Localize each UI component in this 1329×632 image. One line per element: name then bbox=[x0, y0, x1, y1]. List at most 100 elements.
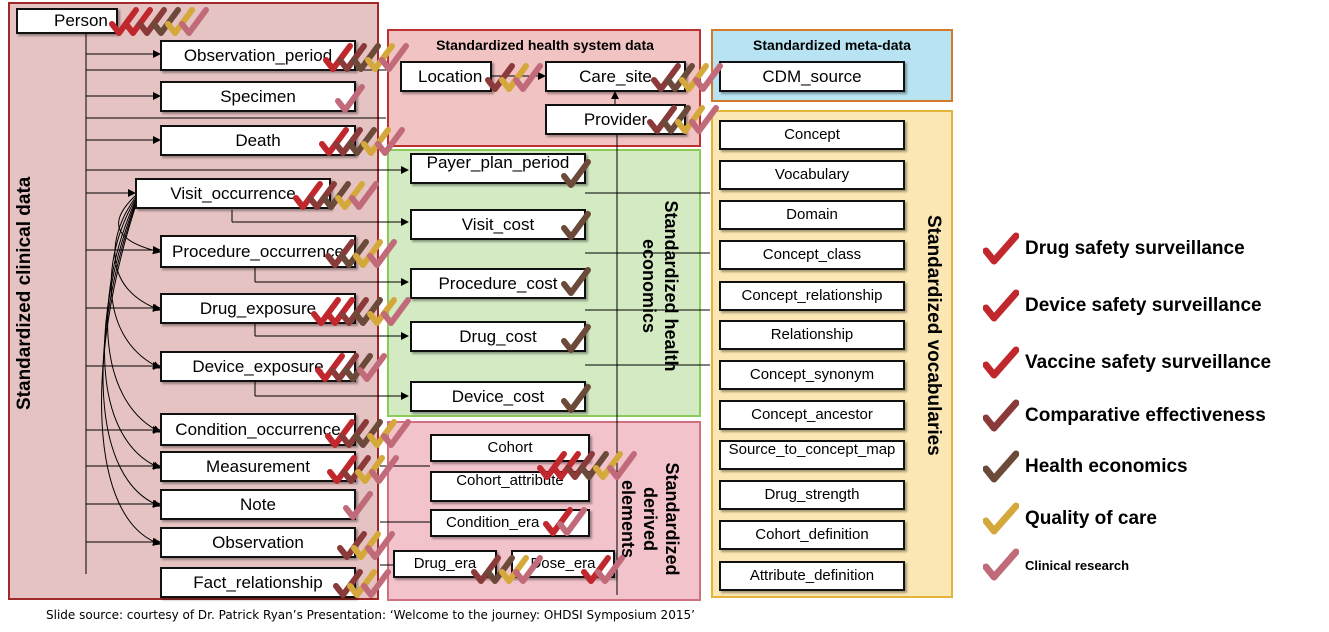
procedure-occurrence-table[interactable]: Procedure_occurrence bbox=[160, 235, 356, 268]
legend-label: Clinical research bbox=[1025, 557, 1130, 573]
check-icon bbox=[151, 7, 181, 36]
legend-label: Vaccine safety surveillance bbox=[1025, 352, 1272, 373]
concept-relationship-table[interactable]: Concept_relationship bbox=[719, 281, 905, 311]
check-icon bbox=[361, 127, 391, 156]
death-table[interactable]: Death bbox=[160, 125, 356, 156]
check-icon bbox=[321, 181, 351, 210]
check-icon bbox=[581, 555, 611, 584]
check-icon bbox=[513, 63, 543, 92]
legend-label: Quality of care bbox=[1025, 508, 1157, 529]
check-icon bbox=[537, 451, 567, 480]
person-table[interactable]: Person bbox=[16, 8, 118, 34]
check-icon bbox=[367, 297, 397, 326]
health-system-section-title: Standardized health system data bbox=[436, 37, 654, 53]
check-icon bbox=[561, 211, 591, 240]
check-icon bbox=[343, 491, 373, 520]
device-cost-table[interactable]: Device_cost bbox=[410, 381, 586, 412]
check-icon bbox=[551, 451, 581, 480]
payer-plan-period-table[interactable]: Payer_plan_period bbox=[410, 153, 586, 184]
check-icon bbox=[379, 43, 409, 72]
check-icon bbox=[381, 419, 411, 448]
visit-cost-table[interactable]: Visit_cost bbox=[410, 209, 586, 240]
check-icon bbox=[561, 159, 591, 188]
domain-table[interactable]: Domain bbox=[719, 200, 905, 230]
vocabulary-table[interactable]: Vocabulary bbox=[719, 160, 905, 190]
fact-relationship-table[interactable]: Fact_relationship bbox=[160, 567, 356, 598]
check-icon bbox=[665, 63, 695, 92]
check-icon bbox=[353, 419, 383, 448]
measurement-table[interactable]: Measurement bbox=[160, 451, 356, 482]
legend-item-health-economics: Health economics bbox=[983, 450, 1188, 484]
legend-item-vaccine-safety: Vaccine safety surveillance bbox=[983, 346, 1271, 380]
check-icon bbox=[293, 181, 323, 210]
check-icon bbox=[499, 555, 529, 584]
check-icon bbox=[353, 297, 383, 326]
check-icon bbox=[679, 63, 709, 92]
check-icon bbox=[307, 181, 337, 210]
concept-synonym-table[interactable]: Concept_synonym bbox=[719, 360, 905, 390]
cdm-source-table[interactable]: CDM_source bbox=[719, 61, 905, 92]
legend-label: Health economics bbox=[1025, 456, 1188, 477]
source-to-concept-map-table[interactable]: Source_to_concept_map bbox=[719, 440, 905, 470]
check-icon bbox=[327, 455, 357, 484]
check-icon bbox=[333, 569, 363, 598]
check-icon bbox=[361, 569, 391, 598]
legend-item-device-safety: Device safety surveillance bbox=[983, 289, 1262, 323]
cohort-definition-table[interactable]: Cohort_definition bbox=[719, 520, 905, 550]
concept-ancestor-table[interactable]: Concept_ancestor bbox=[719, 400, 905, 430]
check-icon bbox=[325, 239, 355, 268]
legend-label: Drug safety surveillance bbox=[1025, 238, 1245, 259]
check-icon bbox=[983, 399, 1019, 432]
check-icon bbox=[471, 555, 501, 584]
drug-cost-table[interactable]: Drug_cost bbox=[410, 321, 586, 352]
check-icon bbox=[381, 297, 411, 326]
check-icon bbox=[333, 127, 363, 156]
check-icon bbox=[341, 455, 371, 484]
device-exposure-table[interactable]: Device_exposure bbox=[160, 351, 356, 382]
legend-label: Device safety surveillance bbox=[1025, 295, 1262, 316]
check-icon bbox=[557, 507, 587, 536]
check-icon bbox=[343, 353, 373, 382]
condition-occurrence-table[interactable]: Condition_occurrence bbox=[160, 413, 356, 446]
drug-era-table[interactable]: Drug_era bbox=[393, 550, 497, 578]
observation-period-table[interactable]: Observation_period bbox=[160, 40, 356, 71]
concept-class-table[interactable]: Concept_class bbox=[719, 240, 905, 270]
check-icon bbox=[375, 127, 405, 156]
check-icon bbox=[311, 297, 341, 326]
check-icon bbox=[365, 43, 395, 72]
check-icon bbox=[353, 239, 383, 268]
check-icon bbox=[357, 353, 387, 382]
check-icon bbox=[369, 455, 399, 484]
specimen-table[interactable]: Specimen bbox=[160, 81, 356, 112]
check-icon bbox=[983, 289, 1019, 322]
check-icon bbox=[137, 7, 167, 36]
drug-strength-table[interactable]: Drug_strength bbox=[719, 480, 905, 510]
check-icon bbox=[335, 181, 365, 210]
concept-table[interactable]: Concept bbox=[719, 120, 905, 150]
location-table[interactable]: Location bbox=[400, 61, 492, 92]
check-icon bbox=[983, 346, 1019, 379]
check-icon bbox=[593, 451, 623, 480]
check-icon bbox=[565, 451, 595, 480]
relationship-table[interactable]: Relationship bbox=[719, 320, 905, 350]
check-icon bbox=[983, 548, 1019, 581]
check-icon bbox=[693, 63, 723, 92]
slide-source-caption: Slide source: courtesy of Dr. Patrick Ry… bbox=[46, 608, 695, 622]
note-table[interactable]: Note bbox=[160, 489, 356, 520]
check-icon bbox=[485, 555, 515, 584]
procedure-cost-table[interactable]: Procedure_cost bbox=[410, 268, 586, 299]
check-icon bbox=[123, 7, 153, 36]
check-icon bbox=[165, 7, 195, 36]
check-icon bbox=[675, 105, 705, 134]
meta-section-title: Standardized meta-data bbox=[753, 37, 911, 53]
check-icon bbox=[499, 63, 529, 92]
check-icon bbox=[983, 232, 1019, 265]
legend-item-drug-safety: Drug safety surveillance bbox=[983, 232, 1245, 266]
attribute-definition-table[interactable]: Attribute_definition bbox=[719, 561, 905, 591]
check-icon bbox=[323, 43, 353, 72]
observation-table[interactable]: Observation bbox=[160, 527, 356, 558]
check-icon bbox=[651, 63, 681, 92]
check-icon bbox=[325, 419, 355, 448]
check-icon bbox=[339, 239, 369, 268]
